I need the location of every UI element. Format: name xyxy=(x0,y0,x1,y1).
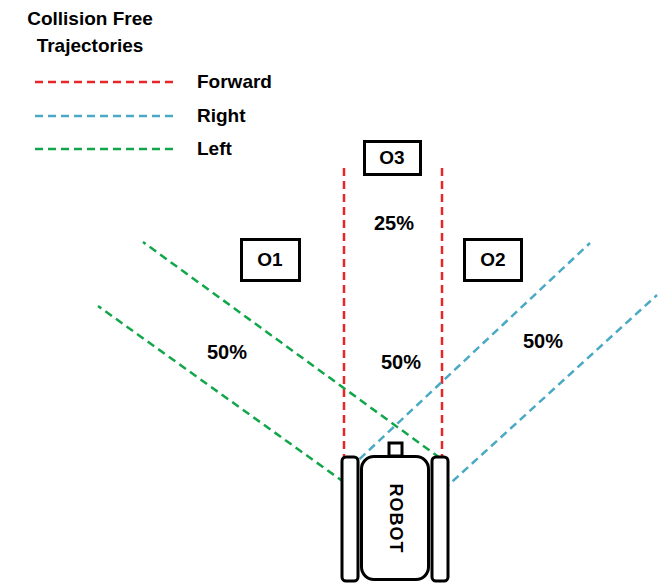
obstacle-label: O1 xyxy=(257,249,282,271)
obstacle-label: O3 xyxy=(379,147,404,169)
left-trajectory xyxy=(98,306,355,490)
obstacle-box: O3 xyxy=(363,140,422,176)
forward-trajectory xyxy=(441,168,444,462)
legend-line-sample xyxy=(35,81,176,84)
forward-trajectory xyxy=(343,168,346,462)
obstacle-box: O1 xyxy=(240,238,301,282)
probability-label: 25% xyxy=(372,211,416,235)
legend-label: Left xyxy=(197,137,232,161)
probability-label: 50% xyxy=(205,340,249,364)
robot-label: ROBOT xyxy=(385,483,406,553)
legend-label: Right xyxy=(197,104,246,128)
right-tread xyxy=(432,457,448,581)
probability-label: 50% xyxy=(521,329,565,353)
legend-title: Collision Free Trajectories xyxy=(4,5,176,59)
legend-line-sample xyxy=(35,115,176,118)
obstacle-label: O2 xyxy=(480,249,505,271)
obstacle-box: O2 xyxy=(463,238,523,282)
robot-treads xyxy=(342,443,448,581)
right-trajectory xyxy=(443,295,657,490)
legend-line-sample xyxy=(35,148,176,151)
robot-body: ROBOT xyxy=(360,455,430,581)
probability-label: 50% xyxy=(379,350,423,374)
legend-label: Forward xyxy=(197,70,272,94)
left-tread xyxy=(342,457,358,581)
